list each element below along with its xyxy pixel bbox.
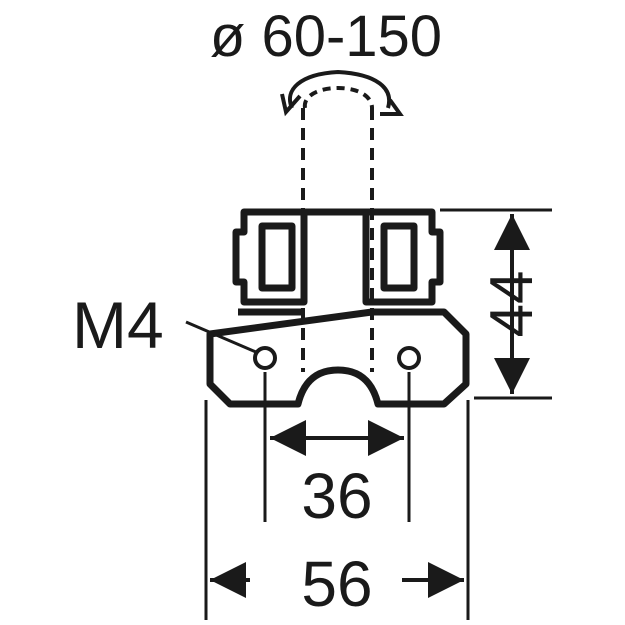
thread-label: M4 (72, 288, 164, 362)
thread-leader-line (185, 320, 257, 354)
pipe-dashed-outline (301, 108, 374, 372)
height-dimension (440, 208, 552, 400)
m4-holes (253, 346, 421, 370)
right-hole (397, 346, 421, 370)
height-label: 44 (478, 271, 545, 338)
width-label: 56 (301, 548, 372, 620)
extension-lines (204, 372, 470, 620)
pipe-rotation-symbol (280, 69, 404, 117)
clamp-body (206, 208, 470, 408)
hole-spacing-label: 36 (301, 460, 372, 532)
diameter-label: ø 60-150 (210, 4, 442, 69)
left-hole (253, 346, 277, 370)
